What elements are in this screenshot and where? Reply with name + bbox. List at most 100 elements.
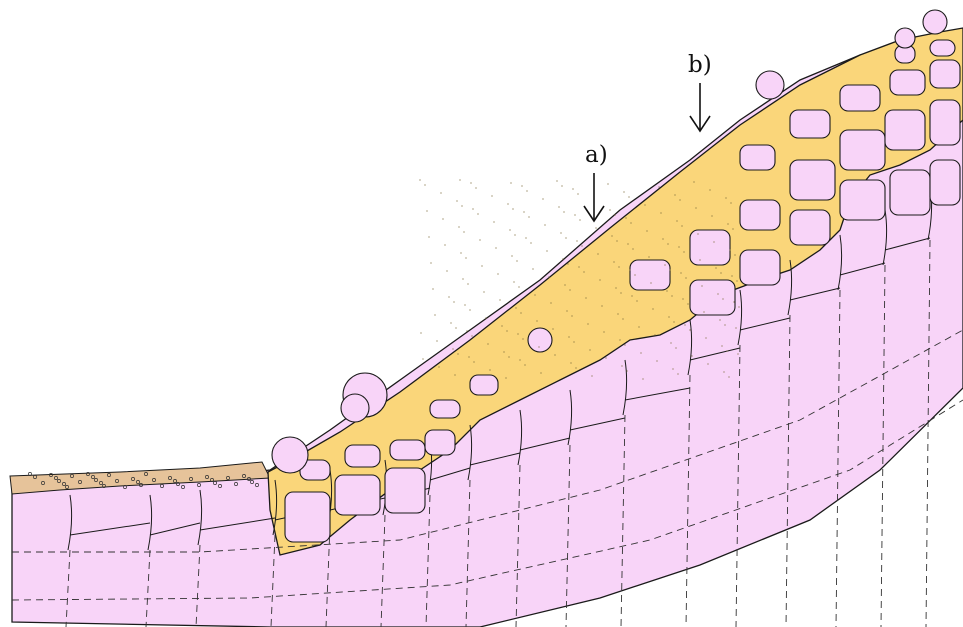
soil-pebble: [160, 484, 164, 488]
soil-pebble: [255, 483, 259, 487]
joint-line: [739, 317, 791, 331]
speckle-dot: [583, 271, 585, 273]
speckle-dot: [508, 356, 510, 358]
joint-line: [69, 522, 151, 536]
soil-pebble: [234, 482, 238, 486]
soil-pebble: [226, 476, 230, 480]
speckle-dot: [568, 336, 570, 338]
speckle-dot: [479, 239, 481, 241]
boulder: [271, 436, 309, 474]
soil-layer: [9, 461, 271, 495]
speckle-dot: [453, 301, 455, 303]
speckle-dot: [469, 309, 471, 311]
speckle-dot: [628, 196, 630, 198]
joint-line: [787, 259, 793, 316]
speckle-dot: [483, 291, 485, 293]
speckle-dot: [614, 214, 616, 216]
speckle-dot: [566, 310, 568, 312]
boulder: [922, 9, 948, 35]
speckle-dot: [525, 237, 527, 239]
joint-line: [884, 237, 931, 251]
speckle-dot: [709, 189, 711, 191]
speckle-dot: [648, 256, 650, 258]
speckle-dot: [571, 315, 573, 317]
joint-line: [882, 209, 888, 266]
speckle-dot: [548, 276, 550, 278]
speckle-dot: [629, 269, 631, 271]
speckle-dot: [738, 306, 740, 308]
soil-pebble: [218, 484, 222, 488]
speckle-dot: [729, 249, 731, 251]
speckle-dot: [450, 322, 452, 324]
speckle-dot: [523, 211, 525, 213]
speckle-dot: [487, 343, 489, 345]
joint-line: [624, 387, 691, 401]
speckle-dot: [585, 297, 587, 299]
speckle-dot: [591, 375, 593, 377]
dashed-joint: [685, 374, 691, 627]
speckle-dot: [577, 193, 579, 195]
speckle-dot: [522, 338, 524, 340]
speckle-dot: [607, 183, 609, 185]
soil-pebble: [123, 485, 127, 489]
corestone: [839, 129, 886, 171]
speckle-dot: [460, 252, 462, 254]
speckle-dot: [625, 217, 627, 219]
speckle-dot: [578, 266, 580, 268]
speckle-dot: [485, 317, 487, 319]
corestone: [929, 39, 956, 57]
speckle-dot: [679, 199, 681, 201]
dashed-joint: [11, 399, 963, 601]
speckle-dot: [595, 227, 597, 229]
speckle-dot: [605, 357, 607, 359]
speckle-dot: [728, 376, 730, 378]
speckle-dot: [552, 328, 554, 330]
speckle-dot: [701, 285, 703, 287]
soil-pebble: [102, 484, 106, 488]
speckle-dot: [668, 316, 670, 318]
corestone: [739, 199, 781, 231]
speckle-dot: [499, 299, 501, 301]
dashed-joint: [325, 524, 331, 627]
speckle-dot: [546, 250, 548, 252]
soil-pebble: [176, 482, 180, 486]
speckle-dot: [526, 190, 528, 192]
speckle-dot: [671, 295, 673, 297]
speckle-dot: [684, 324, 686, 326]
speckle-dot: [609, 209, 611, 211]
speckle-dot: [457, 353, 459, 355]
corestone: [889, 69, 926, 96]
speckle-dot: [616, 240, 618, 242]
dashed-joint: [425, 494, 431, 627]
speckle-dot: [532, 268, 534, 270]
speckle-dot: [664, 264, 666, 266]
speckle-dot: [507, 203, 509, 205]
joint-line: [569, 417, 626, 431]
speckle-dot: [683, 251, 685, 253]
speckle-dot: [574, 214, 576, 216]
speckle-dot: [424, 184, 426, 186]
soil-pebble: [62, 482, 66, 486]
speckle-dot: [715, 267, 717, 269]
speckle-dot: [640, 352, 642, 354]
speckle-dot: [467, 283, 469, 285]
joint-line: [147, 494, 153, 551]
speckle-dot: [589, 349, 591, 351]
corestone: [884, 109, 926, 151]
speckle-dot: [466, 330, 468, 332]
dashed-joint: [925, 239, 931, 627]
speckle-dot: [711, 215, 713, 217]
speckle-dot: [615, 287, 617, 289]
corestone: [739, 144, 776, 171]
speckle-dot: [572, 188, 574, 190]
speckle-dot: [611, 235, 613, 237]
soil-pebble: [91, 475, 95, 479]
speckle-dot: [444, 244, 446, 246]
joint-line: [467, 424, 473, 481]
speckle-dot: [672, 368, 674, 370]
corestone: [424, 429, 456, 456]
speckle-dot: [685, 277, 687, 279]
soil-pebble: [94, 478, 98, 482]
corestone: [789, 209, 831, 246]
